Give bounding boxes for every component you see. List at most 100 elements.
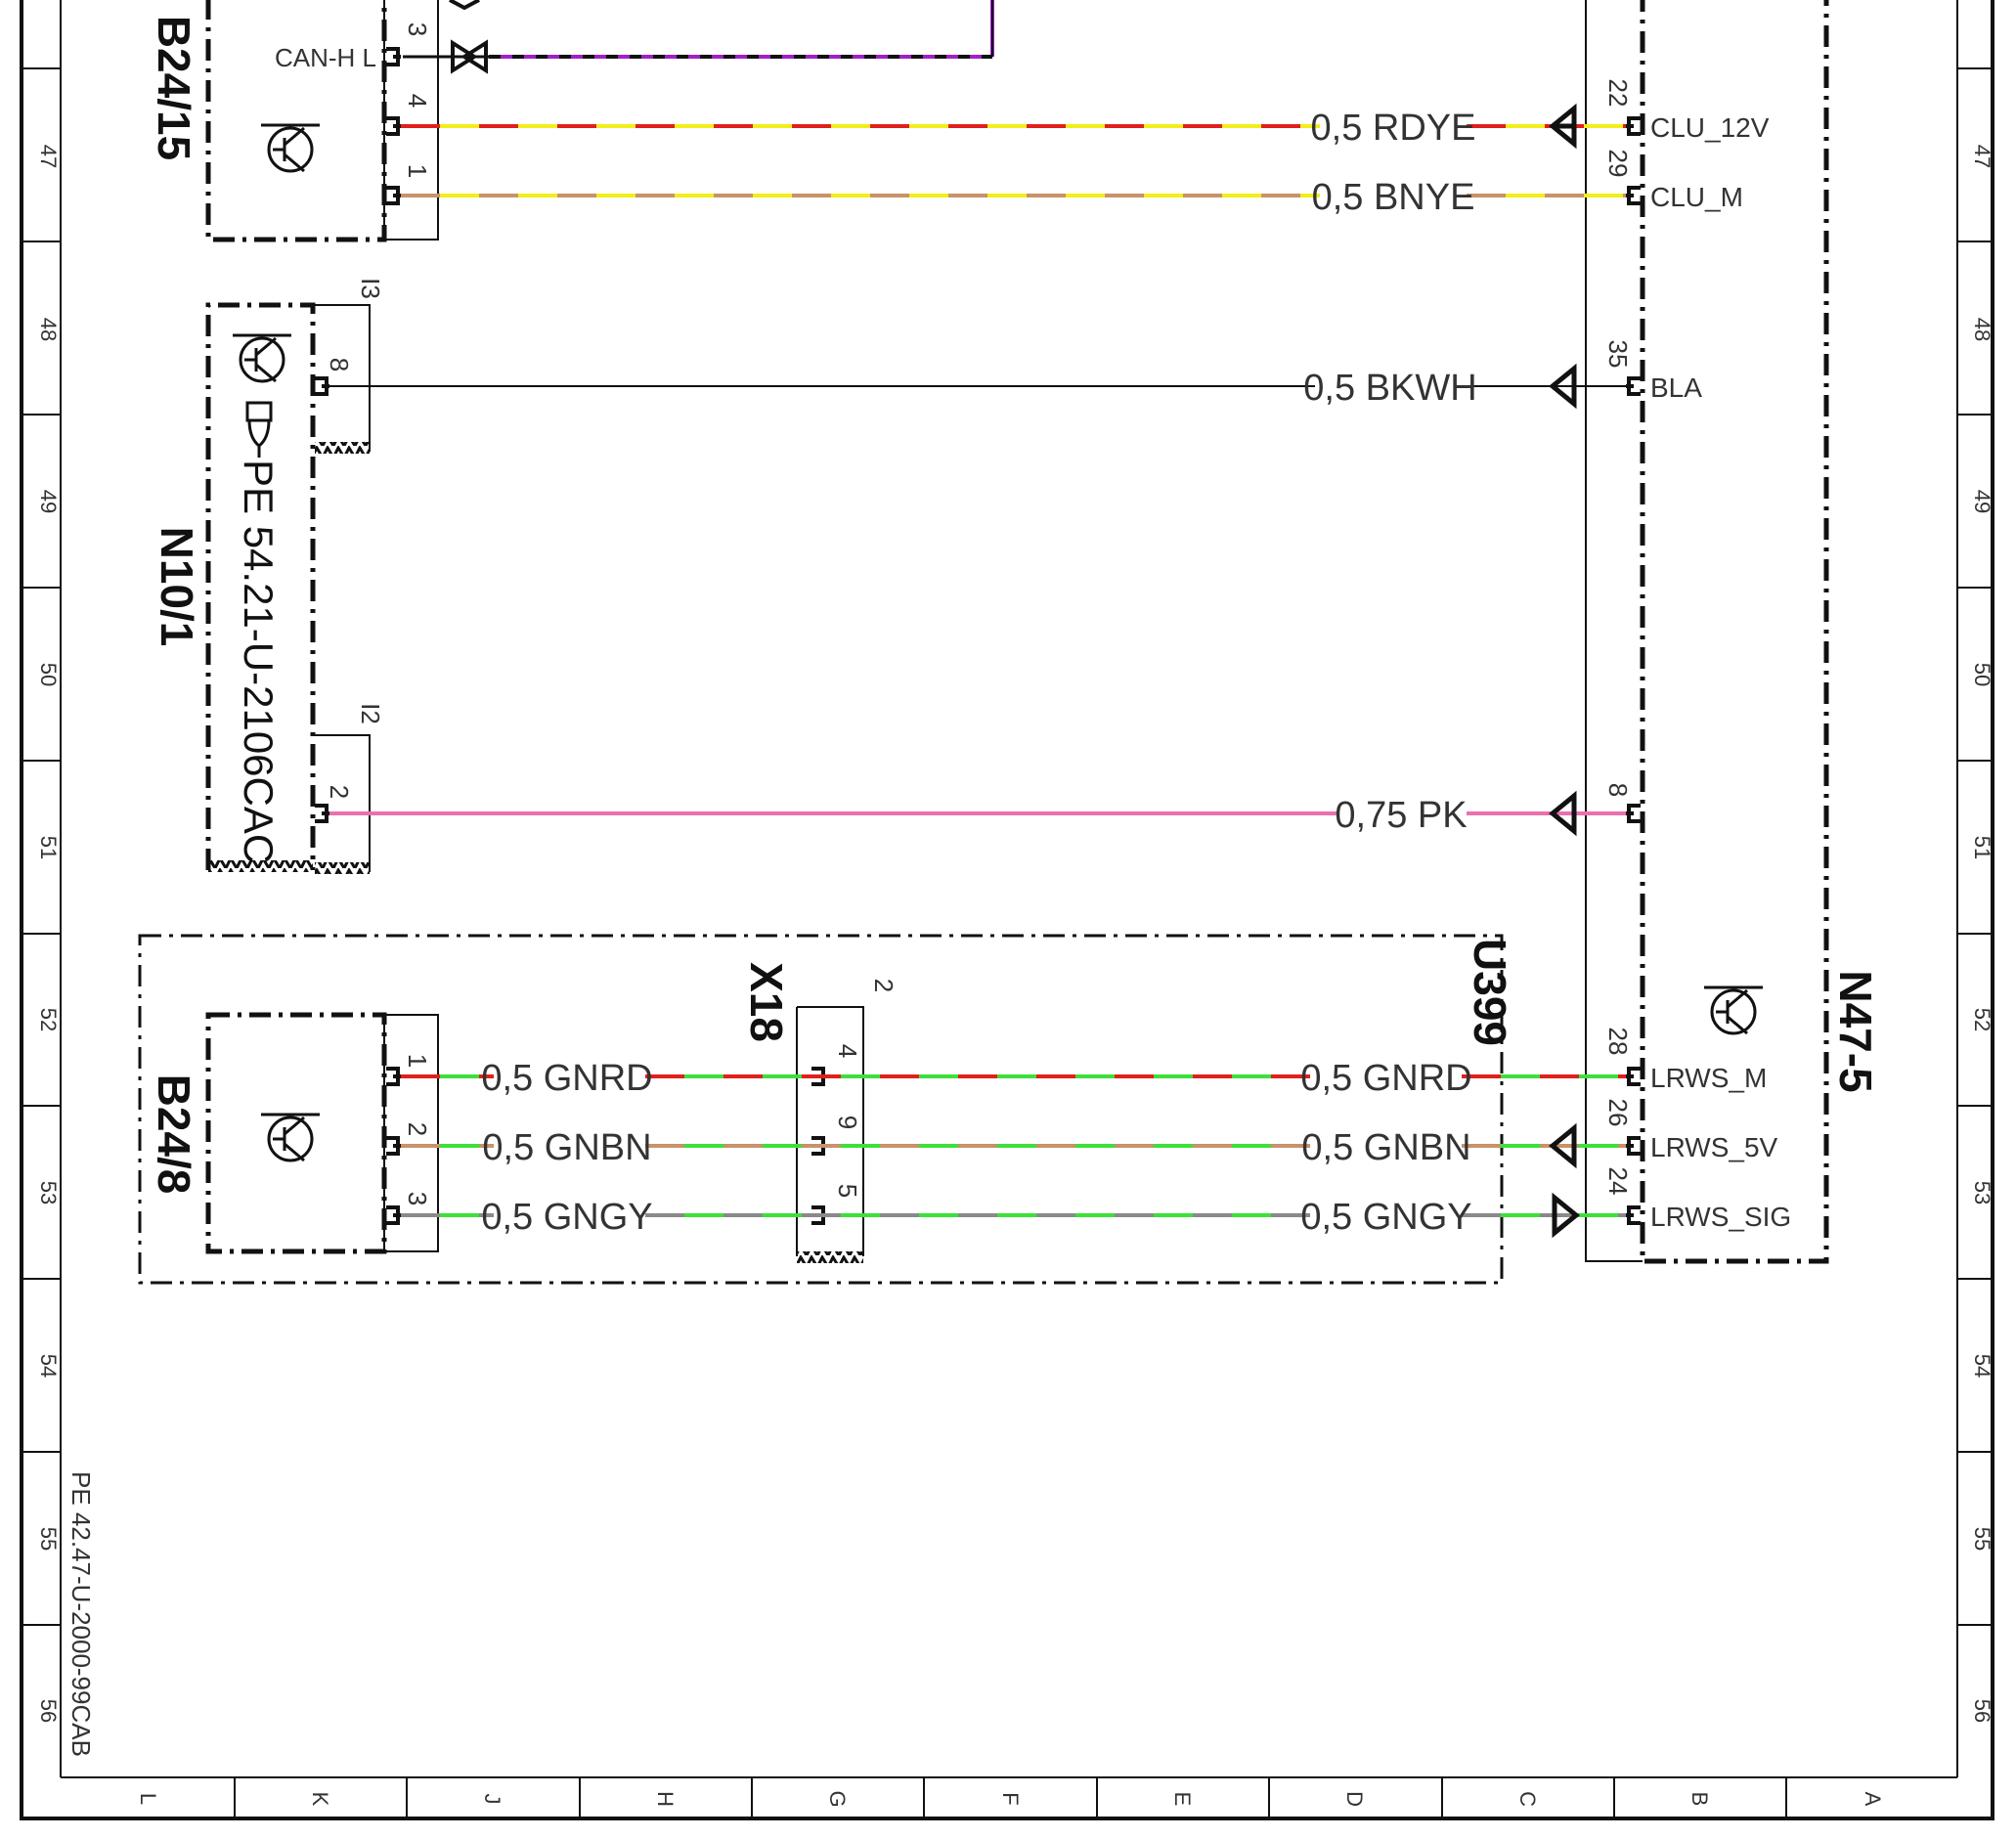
row-label: 53 — [1970, 1181, 1994, 1204]
wire-label: 0,5 GNGY — [1300, 1197, 1471, 1238]
pin-number: 2 — [403, 1122, 432, 1136]
pin-number: 24 — [1603, 1167, 1633, 1196]
can-h-wire — [403, 0, 994, 74]
wire-gngy: 0,5 GNGY 0,5 GNGY — [401, 1192, 1626, 1239]
pin-number: 22 — [1603, 79, 1633, 108]
row-label: 55 — [1970, 1527, 1994, 1551]
hand-pointing-icon — [245, 401, 273, 458]
component-b24-15: B24/15 CAN-H L 3 4 1 — [149, 0, 439, 242]
row-label: 48 — [36, 318, 61, 341]
pin-number: 2 — [325, 785, 354, 799]
connector-label: 2 — [869, 979, 898, 992]
wire-bkwh: 0,5 BKWH — [329, 363, 1626, 410]
pin-number: 1 — [403, 1054, 432, 1068]
component-n47-5: N47-5 22 29 35 8 28 26 24 CLU_12V CLU_M … — [1585, 0, 1881, 1264]
column-label: K — [308, 1792, 332, 1807]
transistor-icon — [261, 1113, 320, 1162]
component-b24-8: B24/8 1 2 3 — [149, 1012, 439, 1254]
b24-8-label: B24/8 — [149, 1074, 199, 1195]
component-u399: U399 — [138, 934, 1515, 1285]
row-label: 48 — [1970, 318, 1994, 341]
arrow-left-icon — [1549, 103, 1577, 150]
wire-label: 0,5 RDYE — [1311, 108, 1476, 149]
x18-label: X18 — [741, 962, 792, 1042]
wire-gnbn: 0,5 GNBN 0,5 GNBN — [401, 1122, 1626, 1169]
signal-label: CLU_12V — [1650, 112, 1770, 143]
column-label: J — [480, 1794, 504, 1805]
component-n10-1: N10/1 PE 54.21-U-2106CAC I3 I2 8 2 — [152, 278, 385, 874]
column-label: F — [998, 1792, 1023, 1805]
column-label: H — [653, 1791, 678, 1807]
drawing-frame — [20, 0, 1994, 1820]
n10-1-reference: PE 54.21-U-2106CAC — [236, 460, 282, 863]
pin-number: 9 — [833, 1116, 862, 1129]
pin-number: 8 — [325, 358, 354, 372]
row-label: 50 — [36, 663, 61, 686]
pin-number: 1 — [403, 164, 432, 178]
row-grid-ticks — [22, 67, 1993, 1626]
wire-label: 0,5 GNBN — [1301, 1127, 1470, 1168]
connector-label: I3 — [356, 278, 385, 299]
wire-label: 0,5 BKWH — [1303, 368, 1476, 409]
row-label: 51 — [36, 836, 61, 859]
connector-x18: X18 2 4 9 5 — [741, 962, 898, 1263]
row-labels-right: 47 48 49 50 51 52 53 54 55 56 — [1970, 145, 1994, 1723]
wire-pk: 0,75 PK — [329, 790, 1626, 837]
pin-number: 35 — [1603, 340, 1633, 369]
pin-number: 26 — [1603, 1099, 1633, 1127]
wire-label: 0,5 BNYE — [1312, 177, 1475, 218]
pin-number: 5 — [833, 1184, 862, 1198]
can-h-label: CAN-H L — [275, 43, 376, 72]
arrow-right-icon — [1552, 1192, 1580, 1239]
signal-label: BLA — [1650, 372, 1702, 403]
column-label: B — [1687, 1792, 1712, 1807]
wire-label: 0,5 GNBN — [482, 1127, 651, 1168]
column-label: A — [1861, 1792, 1885, 1807]
wire-rdye: 0,5 RDYE — [401, 103, 1626, 150]
wire-gnrd: 0,5 GNRD 0,5 GNRD — [401, 1058, 1626, 1099]
n47-5-label: N47-5 — [1830, 970, 1881, 1092]
transistor-icon — [1704, 985, 1763, 1035]
pin-number: 3 — [403, 22, 432, 36]
column-label: C — [1515, 1791, 1540, 1807]
signal-label: CLU_M — [1650, 182, 1743, 212]
row-label: 52 — [36, 1008, 61, 1031]
transistor-icon — [233, 333, 291, 383]
column-grid-ticks — [234, 1777, 1787, 1818]
bidirectional-arrow-icon — [451, 39, 488, 74]
column-labels: L K J H G F E D C B A — [136, 1790, 1885, 1807]
row-label: 47 — [36, 145, 61, 168]
pin-number: 28 — [1603, 1028, 1633, 1056]
row-label: 52 — [1970, 1008, 1994, 1031]
row-labels-left: 47 48 49 50 51 52 53 54 55 56 — [36, 145, 61, 1723]
wire-bnye: 0,5 BNYE — [401, 177, 1626, 218]
column-label: E — [1170, 1792, 1195, 1807]
signal-label: LRWS_SIG — [1650, 1202, 1791, 1232]
row-label: 49 — [36, 490, 61, 513]
wire-label: 0,5 GNRD — [1300, 1058, 1471, 1099]
wire-label: 0,5 GNGY — [481, 1197, 652, 1238]
b24-15-label: B24/15 — [149, 16, 199, 160]
pin-number: 8 — [1603, 783, 1633, 797]
signal-label: LRWS_M — [1650, 1063, 1767, 1093]
pin-number: 4 — [833, 1044, 862, 1058]
row-label: 47 — [1970, 145, 1994, 168]
column-label: D — [1342, 1791, 1367, 1807]
transistor-icon — [261, 123, 320, 173]
arrow-left-icon — [1549, 1122, 1577, 1169]
row-label: 51 — [1970, 836, 1994, 859]
pin-number: 29 — [1603, 150, 1633, 178]
wire-label: 0,5 GNRD — [481, 1058, 652, 1099]
column-label: G — [825, 1790, 850, 1807]
column-label: L — [136, 1793, 160, 1805]
document-reference: PE 42.47-U-2000-99CAB — [66, 1471, 96, 1757]
row-label: 54 — [36, 1354, 61, 1378]
signal-label: LRWS_5V — [1650, 1132, 1778, 1162]
row-label: 49 — [1970, 490, 1994, 513]
row-label: 50 — [1970, 663, 1994, 686]
connector-label: I2 — [356, 703, 385, 724]
row-label: 53 — [36, 1181, 61, 1204]
arrow-left-icon — [1549, 363, 1577, 410]
row-label: 55 — [36, 1527, 61, 1551]
